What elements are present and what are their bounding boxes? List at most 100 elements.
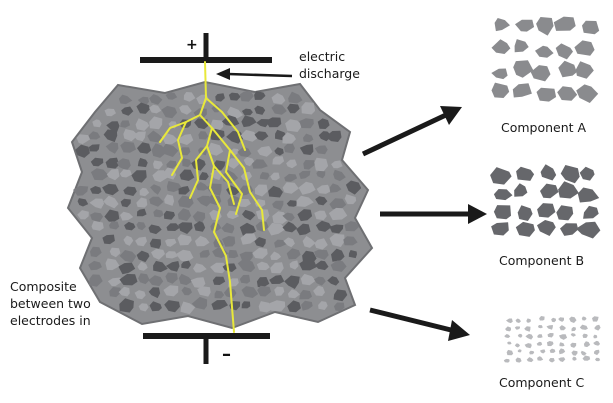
component-b-particle (578, 188, 599, 203)
component-a-particle (495, 18, 510, 31)
component-c-particle (524, 326, 530, 332)
component-a-particle (492, 83, 510, 98)
component-c-particle (592, 316, 599, 321)
component-c-particle (529, 351, 534, 355)
component-c-particle (525, 334, 533, 340)
composite-particle (92, 221, 104, 231)
component-c-particle (526, 318, 531, 322)
component-c-particle (540, 349, 545, 353)
component-b-label: Component B (499, 253, 584, 270)
component-a-label: Component A (501, 120, 586, 137)
component-c-particle (548, 333, 554, 338)
component-b-particles (490, 164, 600, 238)
component-c-particle (595, 325, 601, 331)
component-c-particle (516, 358, 522, 363)
component-a-particle (515, 20, 534, 32)
component-c-particle (582, 317, 587, 321)
component-c-particle (539, 316, 545, 321)
component-c-particle (505, 326, 511, 331)
component-c-particle (580, 325, 588, 330)
component-c-particle (581, 351, 587, 356)
component-c-particle (518, 349, 522, 352)
component-c-particle (537, 342, 543, 346)
component-c-particle (504, 334, 510, 338)
discharge-pointer-arrow-shaft (228, 74, 292, 76)
component-c-particle (583, 334, 588, 338)
component-c-particle (572, 357, 577, 361)
electric-discharge-label: electric discharge (299, 49, 389, 83)
component-b-particle (556, 205, 573, 220)
component-b-particle (537, 220, 556, 236)
component-a-particle (557, 86, 577, 101)
component-c-particle (558, 357, 565, 362)
component-b-particle (514, 183, 527, 196)
component-c-particle (507, 342, 512, 345)
component-b-particle (537, 203, 555, 218)
component-a-particle (576, 84, 598, 103)
component-b-particle (494, 205, 511, 219)
component-c-particle (547, 341, 554, 346)
component-b-particle (516, 167, 534, 181)
component-c-particle (516, 319, 522, 324)
component-b-particle (540, 184, 559, 199)
component-b-particle (491, 222, 509, 235)
component-a-particle (537, 88, 557, 102)
component-c-particle (547, 325, 553, 330)
component-b-particle (558, 181, 579, 198)
component-c-particle (571, 351, 577, 356)
component-a-particle (576, 61, 594, 78)
component-b-particle (516, 222, 535, 237)
component-c-particle (507, 350, 514, 355)
component-c-particle (525, 343, 532, 348)
component-c-particle (584, 341, 590, 347)
arrow-to-component-c (370, 310, 455, 331)
component-a-particle (513, 60, 533, 77)
component-a-particle (515, 39, 529, 52)
component-b-particle (580, 167, 595, 181)
component-c-particle (559, 325, 566, 330)
negative-electrode-sign: – (222, 344, 231, 365)
component-a-particle (492, 39, 511, 54)
component-a-particle (582, 21, 599, 35)
discharge-pointer-arrowhead (216, 68, 230, 80)
component-a-particles (491, 17, 599, 103)
component-b-particle (583, 206, 599, 219)
component-b-particle (561, 165, 580, 183)
component-c-particle (569, 317, 576, 323)
arrowhead-component-b (468, 204, 487, 224)
component-c-particle (593, 335, 597, 339)
component-a-particle (574, 40, 594, 55)
component-c-particle (595, 358, 600, 361)
component-c-particle (504, 359, 510, 363)
component-c-particle (537, 334, 542, 338)
component-c-particle (538, 325, 543, 328)
component-b-particle (560, 223, 578, 236)
component-c-particle (558, 317, 564, 322)
component-c-particle (537, 356, 543, 361)
component-c-particle (571, 333, 576, 337)
arrowhead-component-c (448, 320, 470, 341)
component-b-particle (518, 205, 533, 221)
arrow-to-component-a (363, 114, 448, 154)
component-a-particle (556, 43, 573, 59)
component-b-particle (490, 167, 512, 185)
composite-label: Composite between two electrodes in (10, 279, 120, 330)
component-c-particle (559, 334, 567, 340)
component-c-particle (572, 327, 577, 331)
component-a-particle (558, 61, 577, 78)
component-a-particle (554, 17, 576, 31)
component-c-particle (593, 341, 600, 346)
component-c-particle (515, 326, 520, 329)
component-c-particle (549, 358, 555, 363)
component-c-particle (551, 318, 556, 323)
component-b-particle (494, 189, 513, 200)
component-c-particles (504, 316, 601, 363)
component-a-particle (491, 69, 507, 80)
component-a-particle (531, 65, 551, 81)
positive-electrode-sign: + (186, 37, 198, 53)
component-a-particle (535, 46, 554, 58)
component-c-particle (570, 343, 576, 348)
component-b-particle (576, 222, 600, 239)
component-a-particle (536, 17, 554, 36)
component-c-label: Component C (499, 375, 584, 392)
